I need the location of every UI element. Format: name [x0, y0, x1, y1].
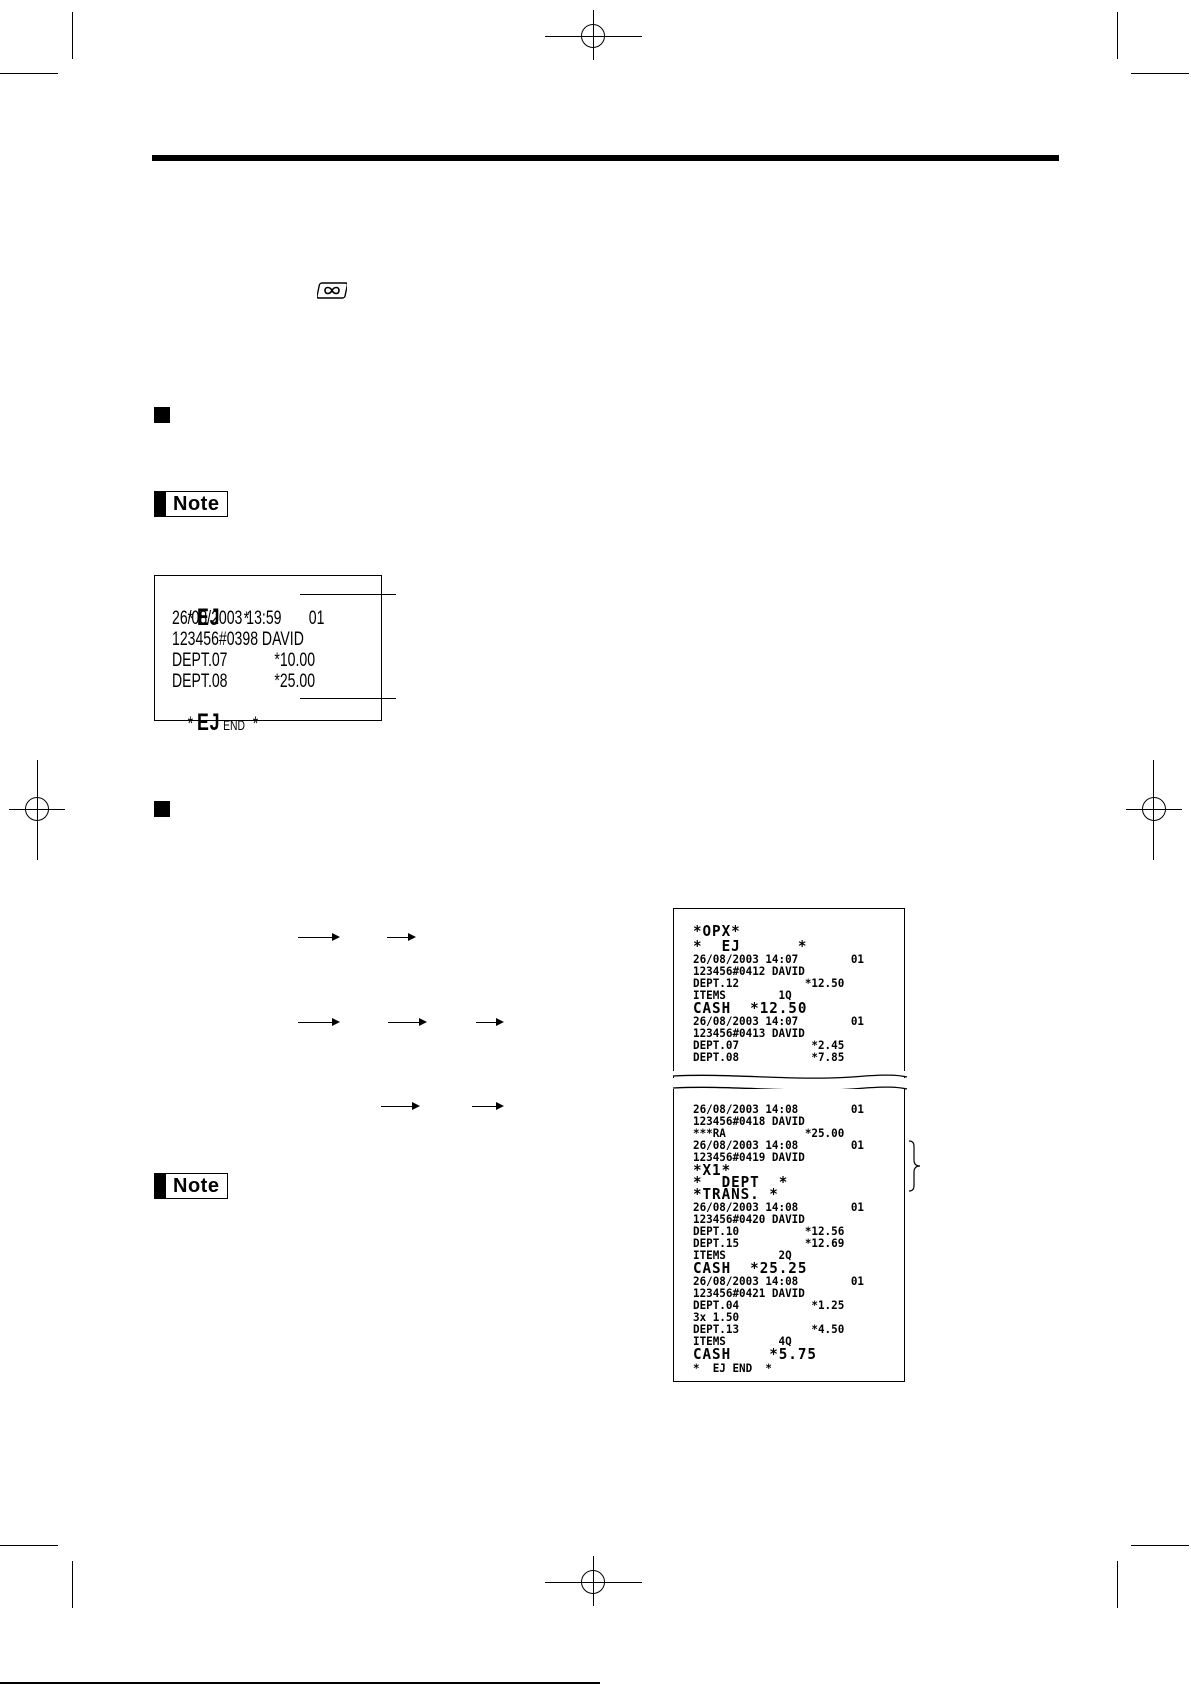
registration-crosshair [593, 10, 595, 60]
note-label: Note [173, 1175, 220, 1197]
receipt-line: ITEMS 2Q [693, 1248, 792, 1262]
infinity-key-icon [316, 282, 349, 299]
sequence-arrow-icon [298, 1016, 340, 1028]
sequence-arrow-icon [381, 1100, 420, 1112]
registration-crosshair [1153, 760, 1155, 860]
receipt-line: DEPT.15 *12.69 [693, 1236, 845, 1250]
registration-crosshair [37, 760, 39, 860]
receipt-line: 26/08/2003 14:08 01 [693, 1200, 865, 1214]
crop-mark [72, 1561, 74, 1608]
receipt-line: * EJ END * [187, 709, 259, 736]
receipt-line: 123456#0421 DAVID [693, 1286, 805, 1300]
receipt-line: ***RA *25.00 [693, 1126, 845, 1140]
crop-mark [0, 1545, 58, 1547]
callout-leader [300, 698, 396, 700]
receipt-line: 123456#0419 DAVID [693, 1150, 805, 1164]
crop-mark [1131, 1545, 1189, 1547]
receipt-line: 26/08/2003 14:08 01 [693, 1102, 865, 1116]
receipt-line: DEPT.13 *4.50 [693, 1322, 845, 1336]
receipt-line: DEPT.08 *25.00 [172, 671, 316, 692]
ej-receipt-sample: * EJ * 26/08/2003 13:59 01 123456#0398 D… [154, 575, 382, 736]
receipt-line: DEPT.12 *12.50 [693, 976, 845, 990]
crop-mark [72, 12, 74, 59]
header-rule [152, 155, 1059, 161]
section-bullet [154, 801, 170, 817]
crop-mark [1131, 73, 1189, 75]
receipt-line: 26/08/2003 13:59 01 [172, 608, 325, 629]
note-label: Note [173, 493, 220, 515]
callout-leader [300, 594, 396, 596]
receipt-line: 26/08/2003 14:07 01 [693, 1014, 865, 1028]
receipt-line: 123456#0420 DAVID [693, 1212, 805, 1226]
crop-mark [1117, 1561, 1119, 1608]
receipt-line: * EJ END * [693, 1361, 772, 1375]
receipt-line: DEPT.10 *12.56 [693, 1224, 845, 1238]
sequence-arrow-icon [472, 1100, 504, 1112]
receipt-line: * EJ * [187, 604, 250, 631]
receipt-line: * EJ * [693, 937, 808, 955]
ej-receipt-bottom-section: 26/08/2003 14:08 01 123456#0418 DAVID **… [673, 1089, 905, 1382]
receipt-line: 26/08/2003 14:08 01 [693, 1138, 865, 1152]
section-bullet [154, 407, 170, 423]
sequence-arrow-icon [476, 1016, 504, 1028]
receipt-line: * DEPT * [693, 1173, 789, 1191]
receipt-line: 26/08/2003 14:07 01 [693, 952, 865, 966]
receipt-line: DEPT.07 *2.45 [693, 1038, 845, 1052]
receipt-line: *OPX* [693, 922, 741, 940]
receipt-line: *TRANS. * [693, 1185, 779, 1203]
receipt-line: 26/08/2003 14:08 01 [693, 1274, 865, 1288]
receipt-line: 123456#0413 DAVID [693, 1026, 805, 1040]
receipt-line: *X1* [693, 1161, 732, 1179]
receipt-line: CASH *25.25 [693, 1259, 808, 1277]
receipt-line: CASH *12.50 [693, 999, 808, 1017]
receipt-line: 123456#0412 DAVID [693, 964, 805, 978]
brace-icon [908, 1140, 921, 1192]
registration-crosshair [593, 1556, 595, 1606]
receipt-line: ITEMS 4Q [693, 1334, 792, 1348]
receipt-line: ITEMS 1Q [693, 988, 792, 1002]
receipt-line: CASH *5.75 [693, 1345, 817, 1363]
receipt-tear-edge [672, 1071, 908, 1079]
ej-receipt-top-section: *OPX* * EJ * 26/08/2003 14:07 01 123456#… [673, 908, 905, 1078]
receipt-line: DEPT.08 *7.85 [693, 1050, 845, 1064]
receipt-line: 123456#0418 DAVID [693, 1114, 805, 1128]
crop-mark [0, 73, 58, 75]
sequence-arrow-icon [388, 1016, 427, 1028]
sequence-arrow-icon [387, 931, 416, 943]
sequence-arrow-icon [298, 931, 340, 943]
receipt-line: 123456#0398 DAVID [172, 629, 304, 650]
bottom-edge-rule [0, 1682, 600, 1684]
note-badge: Note [154, 491, 229, 517]
receipt-line: DEPT.04 *1.25 [693, 1298, 845, 1312]
receipt-line: 3x 1.50 [693, 1310, 740, 1324]
note-badge-bar [155, 1174, 166, 1198]
note-badge-bar [155, 492, 166, 516]
receipt-line: DEPT.07 *10.00 [172, 650, 316, 671]
crop-mark [1117, 12, 1119, 59]
note-badge: Note [154, 1173, 229, 1199]
